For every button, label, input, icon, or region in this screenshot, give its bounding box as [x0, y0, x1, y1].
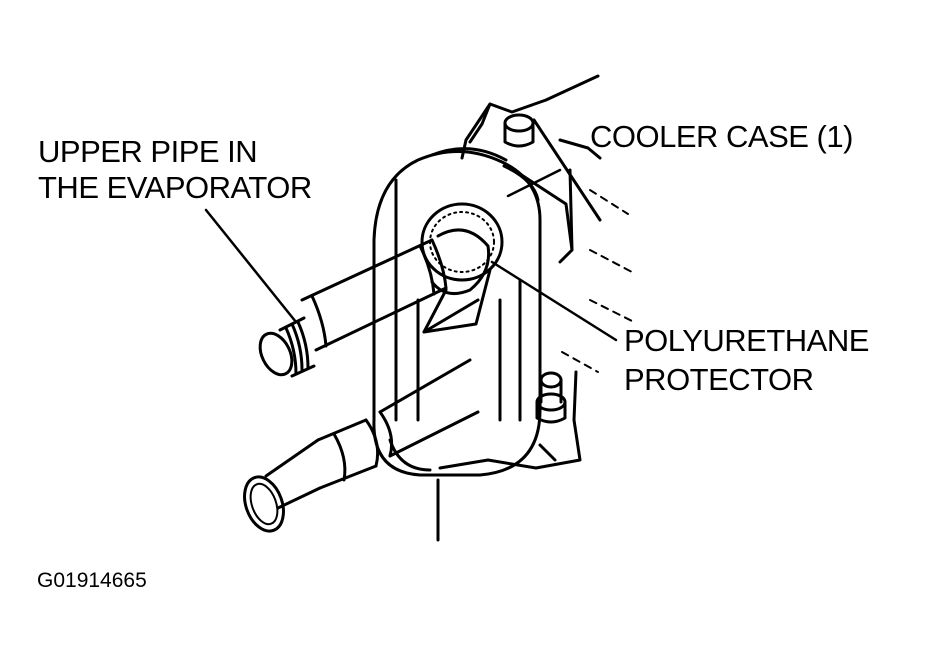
label-upper-pipe-line2: THE EVAPORATOR	[38, 170, 312, 205]
leader-upper-pipe	[204, 208, 298, 324]
lower-pipe	[243, 358, 480, 533]
leader-cooler-case	[506, 168, 562, 198]
upper-pipe	[258, 238, 448, 378]
label-cooler-case: COOLER CASE (1)	[590, 119, 853, 154]
pipe-flange	[422, 228, 492, 334]
figure-code: G01914665	[37, 569, 147, 592]
hidden-lines	[561, 189, 635, 373]
label-protector-line1: POLYURETHANE	[624, 323, 869, 358]
label-protector-line2: PROTECTOR	[624, 362, 814, 397]
leader-protector	[490, 260, 618, 342]
label-upper-pipe-line1: UPPER PIPE IN	[38, 134, 258, 169]
top-cap	[503, 113, 535, 148]
leader-lines	[204, 168, 618, 342]
housing-outline	[436, 74, 602, 542]
